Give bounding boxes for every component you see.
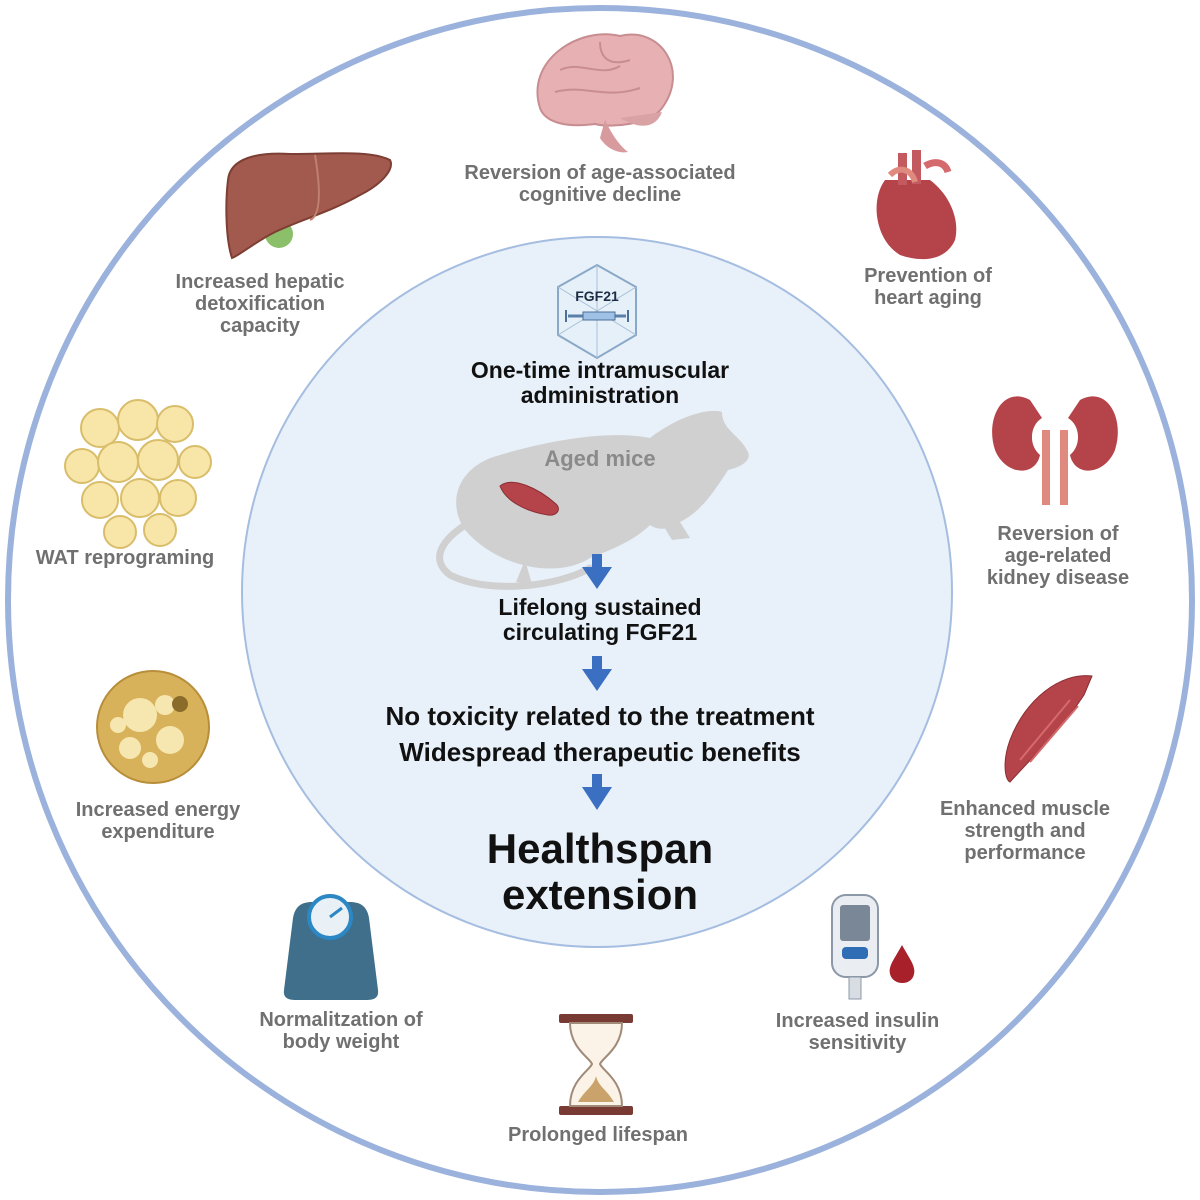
administration-text: One-time intramuscular administration xyxy=(300,358,900,408)
brain-label-line-1: Reversion of age-associated xyxy=(464,162,736,184)
kidney-label-line-3: kidney disease xyxy=(986,567,1130,589)
muscle-label-line-1: Enhanced muscle xyxy=(939,798,1111,820)
heart-label-line-1: Prevention of xyxy=(864,265,992,287)
sustained-line-1: Lifelong sustained xyxy=(498,594,702,620)
liver-label-line-1: Increased hepatic xyxy=(175,271,345,293)
safety-text: No toxicity related to the treatment Wid… xyxy=(300,698,900,770)
adipocytes-icon xyxy=(64,399,212,549)
kidney-label: Reversion of age-related kidney disease xyxy=(958,523,1158,589)
energy-label-line-2: expenditure xyxy=(101,821,215,843)
wat-label: WAT reprograming xyxy=(20,547,230,569)
mouse-silhouette xyxy=(436,410,749,590)
muscle-label-line-3: performance xyxy=(964,842,1086,864)
inner-circle xyxy=(241,236,953,948)
brain-label: Reversion of age-associated cognitive de… xyxy=(400,162,800,206)
administration-line-2: administration xyxy=(520,382,680,408)
safety-line-2: Widespread therapeutic benefits xyxy=(399,737,801,767)
injected-muscle xyxy=(499,481,559,516)
weight-label-line-1: Normalitzation of xyxy=(259,1009,423,1031)
sustained-line-2: circulating FGF21 xyxy=(502,619,698,645)
energy-label: Increased energy expenditure xyxy=(48,799,268,843)
insulin-label-line-1: Increased insulin xyxy=(775,1010,940,1032)
lifespan-label-line-1: Prolonged lifespan xyxy=(507,1124,689,1146)
administration-line-1: One-time intramuscular xyxy=(470,357,730,383)
liver-icon xyxy=(225,152,392,260)
energy-label-line-1: Increased energy xyxy=(75,799,241,821)
aav-vector-icon xyxy=(557,263,637,360)
heart-label-line-2: heart aging xyxy=(874,287,982,309)
safety-line-1: No toxicity related to the treatment xyxy=(385,701,815,731)
liver-label: Increased hepatic detoxification capacit… xyxy=(152,271,368,337)
kidney-label-line-1: Reversion of xyxy=(997,523,1119,545)
flow-arrow xyxy=(582,554,612,589)
outcome-text: Healthspan extension xyxy=(300,826,900,918)
kidneys-icon xyxy=(992,396,1118,505)
hourglass-icon xyxy=(559,1014,633,1115)
insulin-label: Increased insulin sensitivity xyxy=(745,1010,970,1054)
heart-icon xyxy=(876,150,957,260)
muscle-label: Enhanced muscle strength and performance xyxy=(910,798,1140,864)
scale-icon xyxy=(283,894,379,1000)
muscle-icon xyxy=(1004,675,1093,783)
insulin-label-line-2: sensitivity xyxy=(808,1032,907,1054)
muscle-label-line-2: strength and xyxy=(964,820,1086,842)
fat-cell-icon xyxy=(96,670,210,784)
kidney-label-line-2: age-related xyxy=(1004,545,1112,567)
brain-label-line-2: cognitive decline xyxy=(518,184,682,206)
flow-arrow xyxy=(582,656,612,691)
subject-label: Aged mice xyxy=(544,446,656,471)
liver-label-line-2: detoxification xyxy=(194,293,325,315)
vector-label: FGF21 xyxy=(575,288,619,304)
brain-icon xyxy=(536,33,674,153)
liver-label-line-3: capacity xyxy=(219,315,301,337)
lifespan-label: Prolonged lifespan xyxy=(470,1124,726,1146)
flow-arrow xyxy=(582,774,612,810)
sustained-text: Lifelong sustained circulating FGF21 xyxy=(300,595,900,645)
heart-label: Prevention of heart aging xyxy=(818,265,1038,309)
weight-label-line-2: body weight xyxy=(282,1031,400,1053)
weight-label: Normalitzation of body weight xyxy=(228,1009,454,1053)
glucose-meter-icon xyxy=(831,894,915,1000)
wat-label-line-1: WAT reprograming xyxy=(35,547,215,569)
outcome-line-2: extension xyxy=(501,871,699,918)
outcome-line-1: Healthspan xyxy=(486,825,714,872)
